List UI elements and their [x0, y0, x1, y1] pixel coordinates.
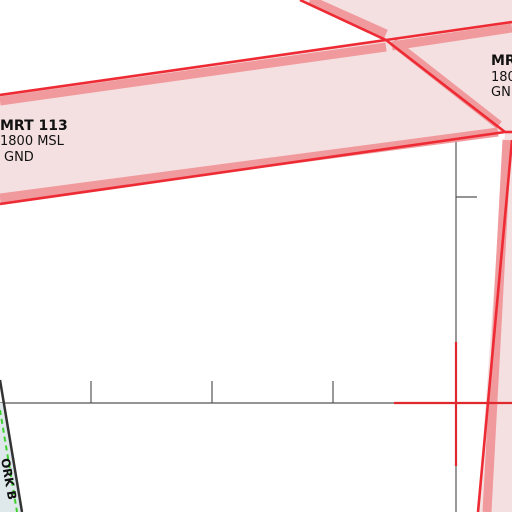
route-boundary — [0, 38, 387, 97]
route-lower-altitude: GND — [4, 150, 34, 165]
route-label-mrt-113: MRT 113 1800 MSL GND — [0, 118, 68, 165]
crosshair-marker — [394, 342, 512, 466]
route-corridor-top — [300, 0, 512, 40]
route-upper-altitude: 180 — [491, 70, 512, 85]
route-edge — [0, 127, 499, 203]
route-boundary — [385, 38, 506, 134]
route-corridor-right — [386, 22, 512, 132]
strip-label: ORK B — [0, 457, 19, 501]
route-boundary — [0, 130, 506, 206]
route-edge — [482, 139, 512, 512]
route-name: MR — [491, 53, 512, 69]
route-edge — [391, 23, 512, 51]
airstrip: ORK B — [0, 379, 24, 512]
route-edge — [308, 0, 388, 39]
route-name: MRT 113 — [0, 118, 68, 134]
route-edge — [0, 42, 387, 106]
route-boundary — [476, 139, 512, 512]
route-label-right: MR 180 GN — [491, 53, 512, 100]
route-upper-altitude: 1800 MSL — [0, 134, 65, 149]
route-edge — [390, 38, 502, 129]
route-lower-altitude: GN — [491, 85, 511, 100]
route-boundary — [299, 0, 387, 42]
route-boundary — [385, 20, 512, 42]
airstrip-edge — [0, 379, 24, 512]
